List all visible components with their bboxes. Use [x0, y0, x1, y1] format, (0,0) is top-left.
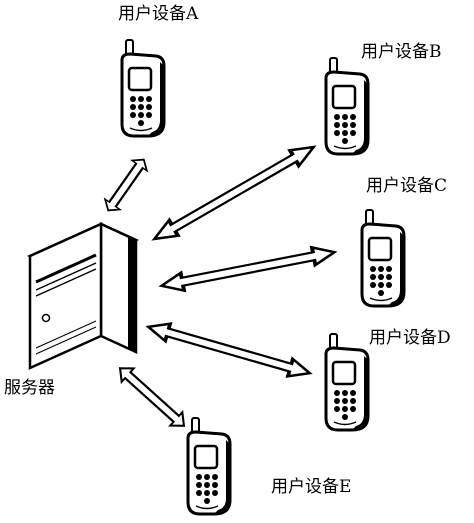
device-d-label: 用户设备D: [369, 328, 451, 348]
device-c-label: 用户设备C: [366, 176, 448, 196]
device-e-label: 用户设备E: [271, 477, 352, 497]
server-label: 服务器: [4, 378, 55, 398]
arrow-server-device-b: [147, 137, 321, 249]
arrow-server-device-e: [112, 360, 192, 434]
device-a-phone-icon: [120, 38, 166, 138]
device-b-phone-icon: [324, 56, 370, 156]
server-tower-icon: [26, 222, 140, 370]
device-e-phone-icon: [186, 416, 232, 516]
arrow-server-device-a: [99, 153, 153, 217]
arrow-server-device-d: [143, 316, 315, 384]
arrow-server-device-c: [157, 241, 339, 297]
device-a-label: 用户设备A: [118, 4, 199, 24]
device-c-phone-icon: [360, 208, 406, 308]
device-b-label: 用户设备B: [361, 42, 442, 62]
device-d-phone-icon: [324, 332, 370, 432]
